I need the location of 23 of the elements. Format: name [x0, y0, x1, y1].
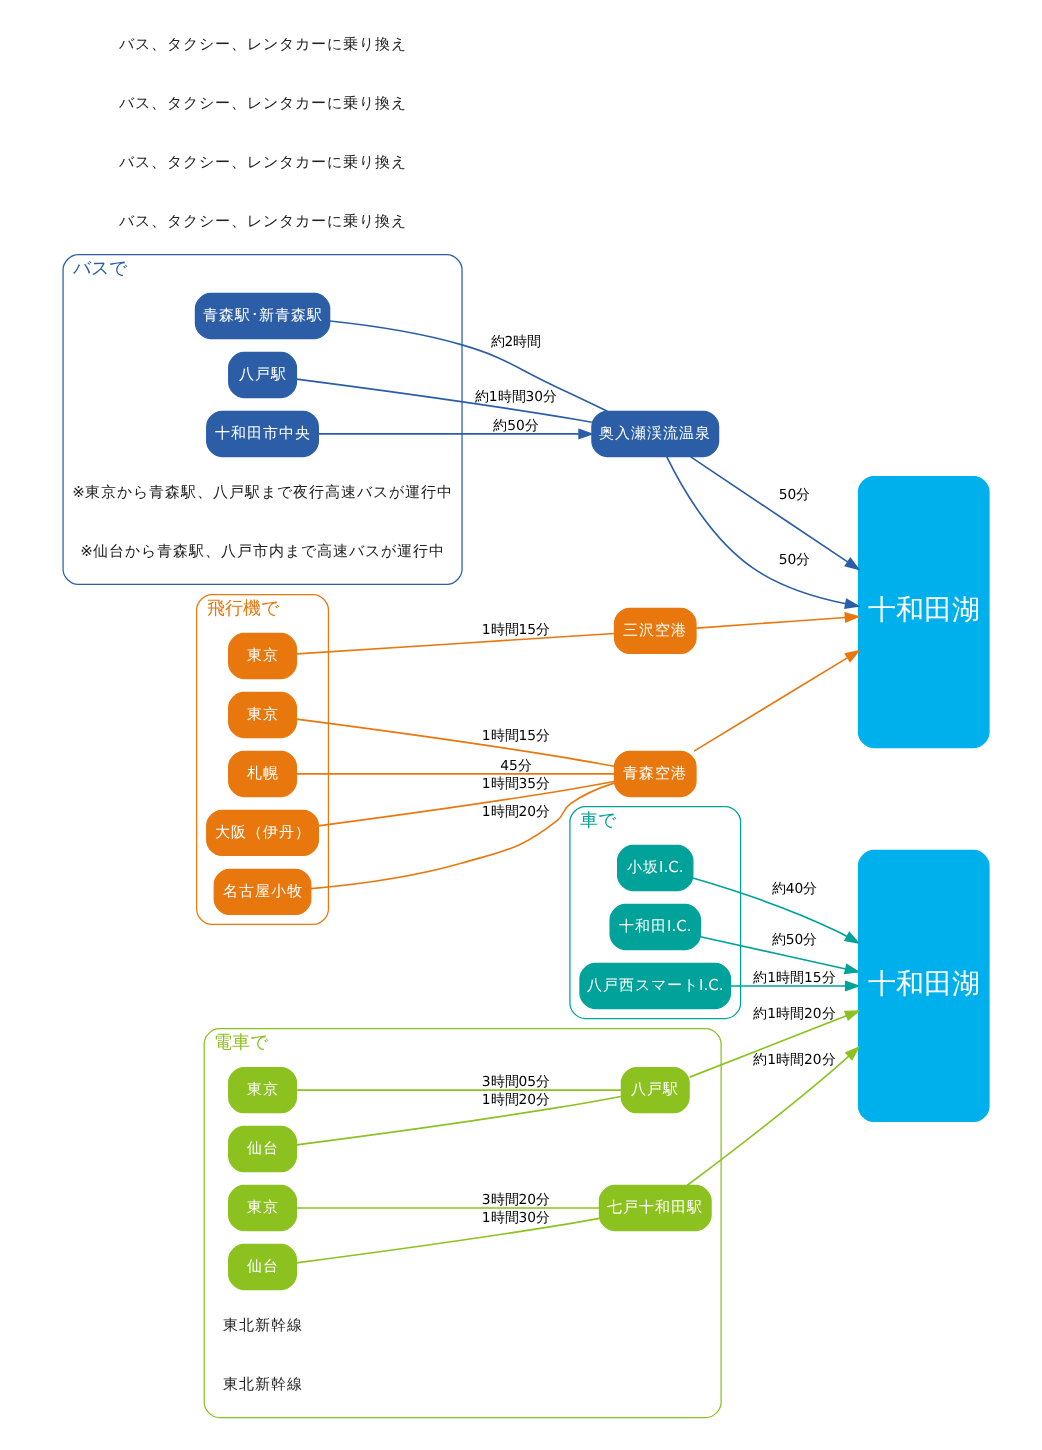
arrow	[689, 456, 861, 571]
arrow	[729, 980, 861, 992]
node-box: 十和田湖	[857, 849, 990, 1123]
connector	[310, 782, 615, 890]
connector	[295, 632, 616, 655]
arrow	[688, 1010, 861, 1078]
node-box: 十和田湖	[857, 475, 990, 749]
arrow	[699, 935, 861, 975]
arrow	[317, 428, 595, 440]
connector	[295, 1089, 623, 1091]
connector	[317, 780, 615, 827]
connector	[295, 1095, 622, 1146]
arrow	[686, 1045, 861, 1187]
connector	[295, 773, 616, 775]
connector	[295, 718, 615, 768]
connector	[295, 378, 593, 424]
arrow	[693, 649, 861, 752]
arrow	[692, 877, 861, 944]
connector	[295, 1217, 601, 1264]
arrow	[695, 612, 861, 629]
connector	[295, 1207, 600, 1209]
arrow	[665, 455, 861, 610]
connector	[329, 320, 609, 413]
